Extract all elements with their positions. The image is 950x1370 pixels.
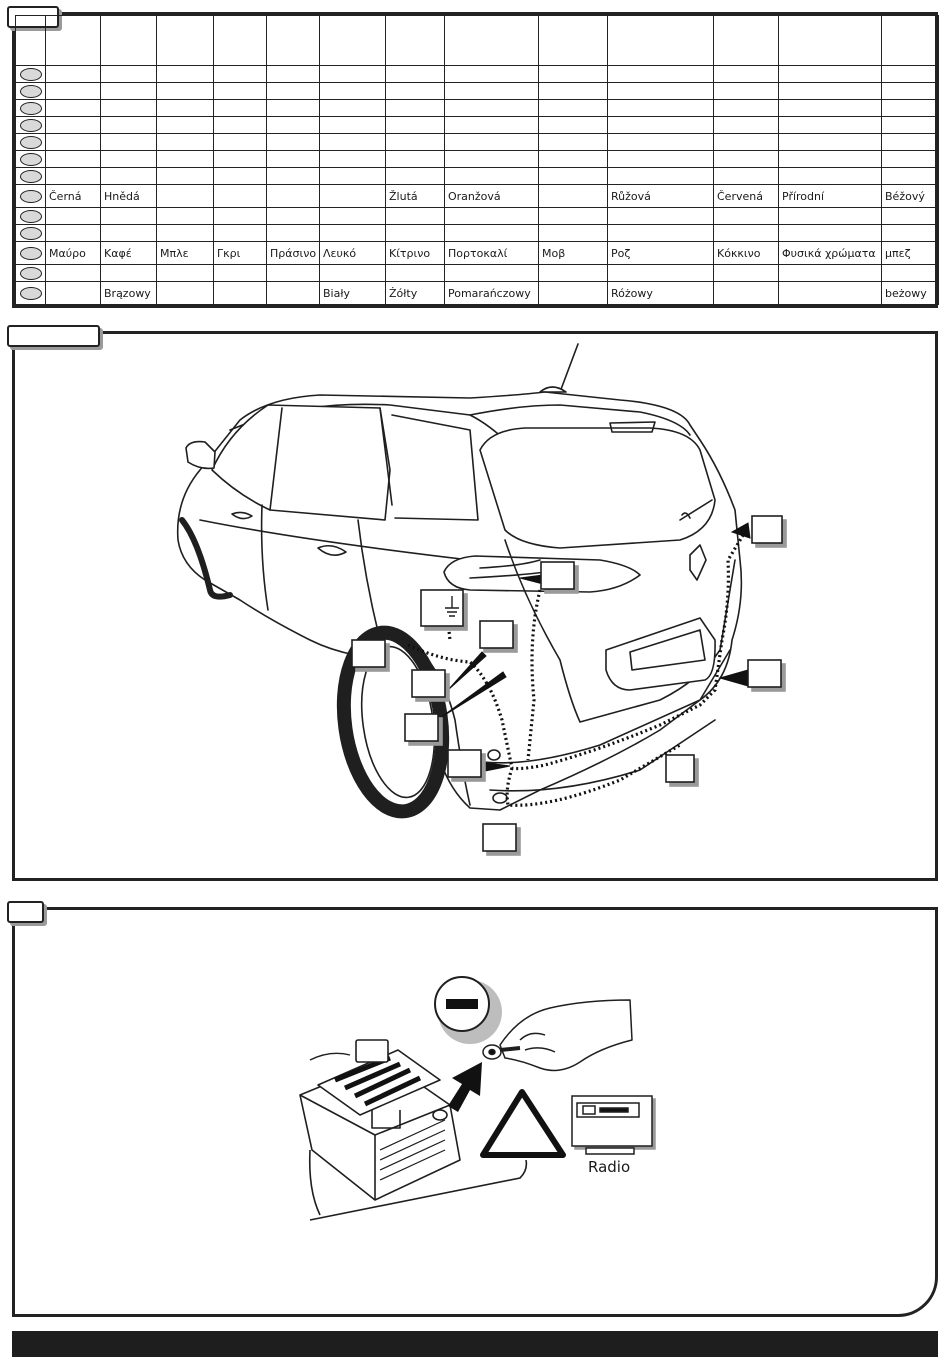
callout-boxes [351,515,783,852]
callout-box [751,515,783,544]
section-2-tab [7,325,100,347]
table-cell [319,184,386,208]
table-cell: Přírodní [778,184,882,208]
table-row [15,65,939,83]
table-cell: μπεζ [881,241,939,265]
antenna [559,343,579,393]
harness-route [407,531,747,807]
colour-swatch-icon [19,152,42,166]
table-row [15,224,939,242]
table-row [15,150,939,168]
side-windows [211,404,391,521]
table-cell: Różowy [607,281,714,305]
side-mirror [185,440,216,470]
table-cell: Πορτοκαλί [444,241,539,265]
warning-triangle-icon [480,1089,566,1158]
callout-box [665,754,695,783]
callout-box [747,659,782,688]
colour-swatch-icon [19,84,42,98]
callout-box [540,561,575,590]
table-cell: Γκρι [213,241,267,265]
table-cell: Brązowy [100,281,157,305]
table-cell: Pomarańczowy [444,281,539,305]
table-row [15,207,939,225]
colour-swatch-icon [19,209,42,223]
table-cell [266,184,320,208]
header-cell [213,15,267,66]
table-cell: beżowy [881,281,939,305]
colour-swatch-icon [19,266,42,280]
table-cell: Żółty [385,281,445,305]
callout-box [404,713,439,742]
table-cell: Πράσινο [266,241,320,265]
table-cell [713,281,779,305]
header-cell [881,15,939,66]
colour-swatch-icon [19,286,42,300]
table-cell: Biały [319,281,386,305]
callout-box [482,823,517,852]
radio-icon [571,1095,653,1155]
section-3-tab [7,901,44,923]
colour-swatch-icon [19,169,42,183]
header-cell [385,15,445,66]
colour-swatch-icon [19,189,42,203]
callout-box [411,669,446,698]
header-cell [607,15,714,66]
header-cell [15,15,46,66]
rear-window [479,427,716,549]
table-cell: Κίτρινο [385,241,445,265]
hand-icon [482,999,633,1072]
arrow-icon [448,1062,482,1112]
table-cell: Καφέ [100,241,157,265]
table-cell: Hnědá [100,184,157,208]
ground-icon [445,596,459,617]
header-cell [444,15,539,66]
colour-swatch-icon [19,118,42,132]
header-cell [319,15,386,66]
table-cell: Oranžová [444,184,539,208]
battery-diagram-frame [12,907,938,1317]
table-cell: Žlutá [385,184,445,208]
battery-icon [299,1039,461,1216]
table-row [15,99,939,117]
colour-swatch-icon [19,67,42,81]
table-cell: Μαύρο [45,241,101,265]
callout-box [447,749,482,778]
callout-box [479,620,514,649]
licence-plate-recess [605,617,716,691]
table-cell [213,281,267,305]
colour-swatch-icon [19,135,42,149]
radio-label: Radio [588,1158,630,1176]
colour-swatch-icon [19,101,42,115]
table-cell [538,281,608,305]
footer-bar [12,1331,938,1357]
header-cell [713,15,779,66]
callout-box [351,639,386,668]
colour-swatch-icon [19,246,42,260]
header-cell [266,15,320,66]
colour-swatch-icon [19,226,42,240]
table-row [15,167,939,185]
